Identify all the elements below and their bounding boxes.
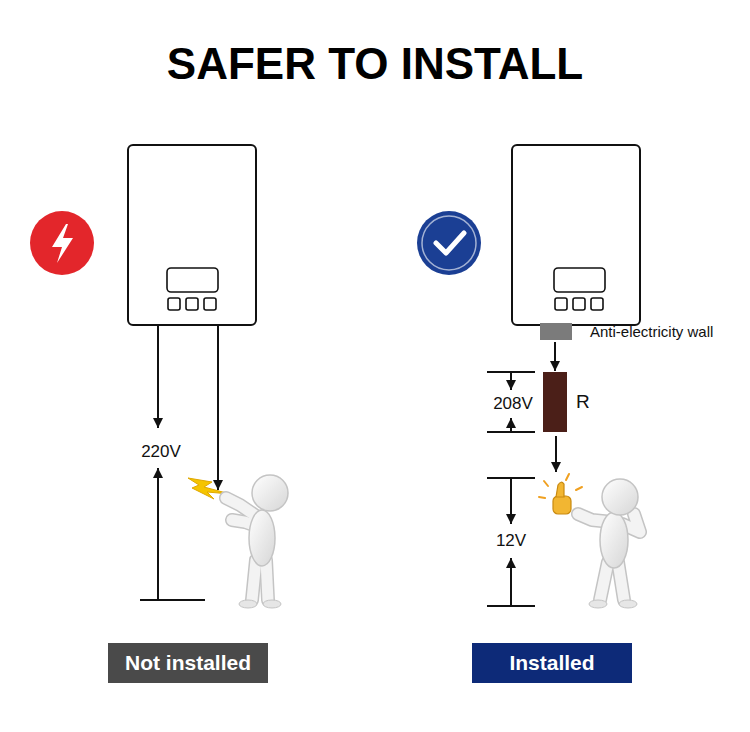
water-heater xyxy=(204,298,216,310)
water-heater xyxy=(554,268,605,292)
person-figure xyxy=(266,560,268,600)
person-figure xyxy=(252,475,288,511)
thumbs-up-icon xyxy=(556,482,564,497)
check-badge xyxy=(436,233,464,253)
water-heater xyxy=(573,298,585,310)
voltage-dimension xyxy=(510,372,512,390)
status-caption: Not installed xyxy=(108,643,268,683)
caption-text: Installed xyxy=(509,651,594,675)
resistor-symbol: R xyxy=(543,372,567,432)
person-figure xyxy=(618,562,624,600)
warning-badge xyxy=(30,211,94,275)
water-heater xyxy=(512,145,640,325)
voltage-dimension xyxy=(510,418,512,432)
check-badge xyxy=(422,216,476,270)
person-figure xyxy=(589,600,607,608)
person-figure xyxy=(239,600,257,608)
current-wires xyxy=(140,599,205,601)
person-figure xyxy=(226,475,288,608)
check-badge xyxy=(417,211,481,275)
person-figure xyxy=(619,600,637,608)
person-figure xyxy=(602,479,638,515)
current-wires xyxy=(217,325,219,490)
voltage-dimension xyxy=(510,478,512,524)
person-figure xyxy=(252,560,256,600)
page-title: SAFER TO INSTALL xyxy=(0,38,750,90)
thumbs-up-icon xyxy=(576,487,582,490)
current-wires xyxy=(140,325,218,600)
voltage-label: 208V xyxy=(491,394,535,414)
anti-electricity-block: Anti-electricity wall xyxy=(540,323,572,340)
status-caption: Installed xyxy=(472,643,632,683)
current-wires xyxy=(157,468,159,600)
person-figure xyxy=(578,479,640,608)
person-figure xyxy=(600,562,608,600)
thumbs-up-icon xyxy=(566,474,569,480)
current-wires xyxy=(157,325,159,428)
water-heater xyxy=(186,298,198,310)
caption-text: Not installed xyxy=(125,651,251,675)
person-figure xyxy=(263,600,281,608)
water-heater xyxy=(512,145,640,325)
thumbs-up-icon xyxy=(539,497,545,498)
check-badge xyxy=(417,211,481,275)
thumbs-up-icon xyxy=(544,481,548,486)
water-heater xyxy=(128,145,256,325)
voltage-label: 12V xyxy=(494,531,528,551)
person-figure xyxy=(266,560,268,600)
water-heater xyxy=(555,298,567,310)
water-heater xyxy=(168,298,180,310)
water-heater xyxy=(128,145,256,325)
person-figure xyxy=(249,510,275,566)
part-label: Anti-electricity wall xyxy=(590,323,713,340)
person-figure xyxy=(600,562,608,600)
voltage-label: 220V xyxy=(139,442,183,462)
voltage-dimension xyxy=(510,558,512,606)
warning-badge xyxy=(52,224,73,263)
part-label: R xyxy=(576,391,590,413)
water-heater xyxy=(591,298,603,310)
person-figure xyxy=(252,560,256,600)
voltage-dimension xyxy=(555,436,557,472)
warning-badge xyxy=(30,211,94,275)
person-figure xyxy=(618,562,624,600)
person-figure xyxy=(600,512,628,568)
water-heater xyxy=(167,268,218,292)
thumbs-up-icon xyxy=(539,474,582,498)
thumbs-up-icon xyxy=(539,474,582,514)
thumbs-up-icon xyxy=(553,496,571,514)
current-arrow xyxy=(554,342,556,371)
